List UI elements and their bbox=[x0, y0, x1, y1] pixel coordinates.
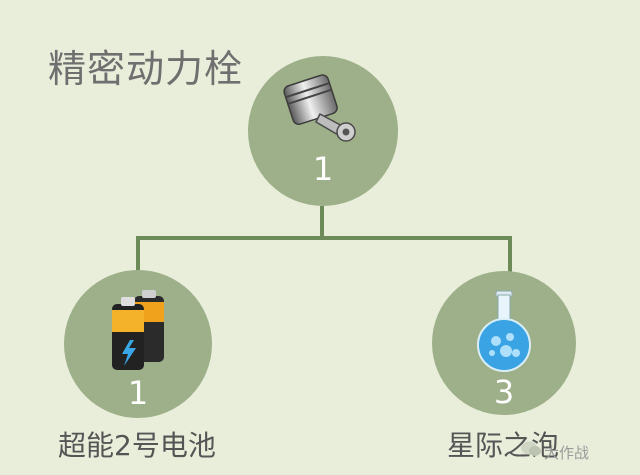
connector-vertical-top bbox=[320, 206, 324, 240]
recipe-root-node[interactable]: 1 bbox=[248, 56, 398, 206]
connector-vertical-left bbox=[136, 236, 140, 272]
ingredient-node-flask[interactable]: 3 bbox=[432, 271, 576, 415]
chat-bubble-icon bbox=[521, 441, 541, 456]
piston-icon bbox=[283, 74, 356, 142]
connector-horizontal bbox=[136, 236, 512, 240]
battery-icon bbox=[112, 290, 164, 370]
root-count: 1 bbox=[312, 150, 334, 188]
flask-label: 星际之泡 bbox=[447, 429, 560, 462]
flask-icon bbox=[477, 290, 531, 372]
watermark-text: 大作战 bbox=[544, 444, 590, 462]
recipe-title: 精密动力栓 bbox=[48, 47, 244, 91]
ingredient-node-battery[interactable]: 1 bbox=[64, 270, 212, 418]
connector-vertical-right bbox=[508, 236, 512, 272]
battery-label: 超能2号电池 bbox=[58, 429, 216, 462]
flask-count: 3 bbox=[493, 373, 515, 411]
battery-count: 1 bbox=[127, 374, 149, 412]
